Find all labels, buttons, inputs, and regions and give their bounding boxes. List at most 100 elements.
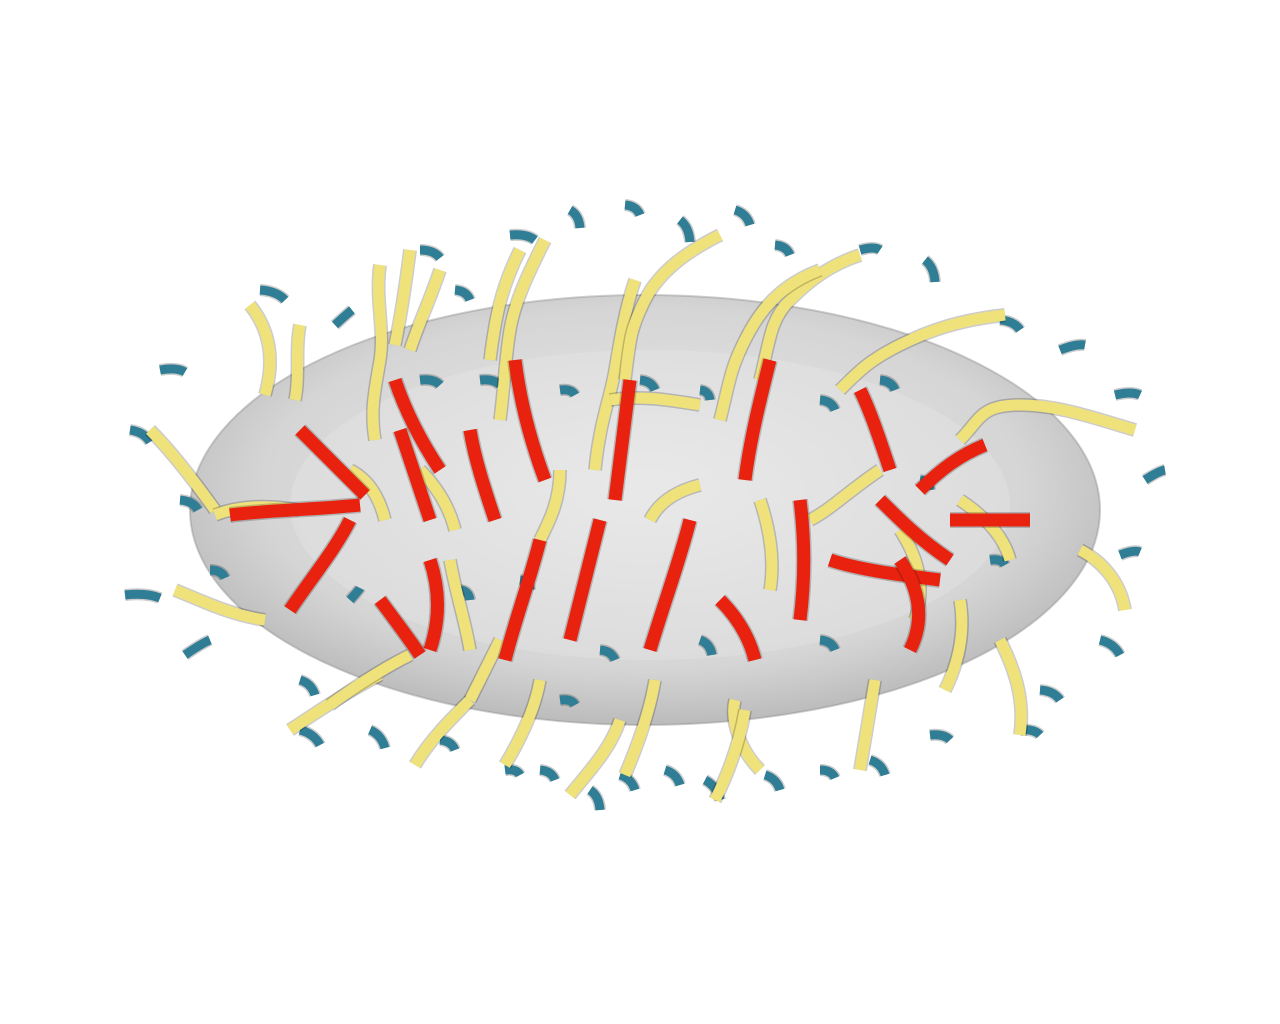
red-segment [463, 428, 502, 523]
red-segment [643, 518, 697, 652]
yellow-segment [367, 264, 387, 441]
blue-segment [599, 645, 620, 662]
yellow-segment [494, 237, 550, 421]
blue-segment [624, 200, 645, 217]
yellow-segment [710, 709, 751, 803]
blue-segment [124, 589, 162, 603]
blue-segment [1098, 635, 1124, 658]
blue-segment [819, 765, 840, 781]
yellow-segment [619, 679, 661, 778]
yellow-segment [807, 465, 884, 525]
yellow-segment [940, 599, 968, 693]
red-segment [854, 387, 897, 473]
yellow-segment [172, 584, 266, 626]
blue-segment [819, 635, 840, 652]
yellow-segment [404, 268, 446, 352]
blue-segment [539, 765, 560, 782]
blue-segment [587, 786, 605, 811]
blue-segment [129, 425, 154, 445]
blue-segment [419, 245, 444, 261]
red-segment [498, 538, 547, 662]
yellow-segment [389, 249, 416, 347]
red-segment [738, 358, 777, 481]
blue-segment [774, 240, 795, 257]
blue-segment [419, 375, 444, 389]
blue-segment [298, 675, 320, 697]
yellow-segment [289, 323, 306, 402]
red-segment [388, 377, 446, 474]
yellow-segment [619, 230, 723, 381]
blue-segment [346, 585, 365, 604]
red-segment [793, 499, 811, 621]
red-segment [393, 427, 437, 523]
blue-segment [504, 765, 524, 778]
yellow-segment [416, 466, 461, 532]
yellow-segment [347, 465, 391, 522]
yellow-segment [754, 249, 862, 382]
yellow-segment [645, 479, 702, 523]
blue-segment [929, 730, 954, 744]
yellow-segment [1077, 545, 1131, 612]
yellow-chain-segments [145, 228, 1137, 804]
blue-segment [1142, 465, 1167, 484]
blue-segment [639, 375, 660, 392]
yellow-segment [995, 637, 1027, 736]
blue-segment [618, 770, 640, 792]
blue-segment [368, 725, 390, 750]
red-segment [508, 359, 552, 483]
red-segment [563, 518, 607, 642]
red-segment [229, 498, 361, 522]
blue-segment [733, 205, 755, 227]
yellow-segment [146, 426, 220, 514]
blue-segment [1113, 388, 1142, 400]
red-segment [284, 517, 356, 614]
red-segment [827, 553, 941, 587]
blue-segment [182, 635, 212, 659]
yellow-segment [535, 469, 566, 543]
yellow-segment [500, 679, 546, 768]
blue-segment [331, 306, 355, 329]
yellow-segment [854, 679, 881, 771]
yellow-segment [245, 301, 276, 397]
red-segment [423, 557, 444, 653]
yellow-segment [836, 309, 1006, 394]
blue-segment [663, 765, 685, 787]
yellow-segment [484, 247, 525, 361]
yellow-segment [609, 392, 701, 411]
blue-segment [298, 725, 324, 748]
red-segment [875, 495, 954, 566]
red-segment [715, 595, 762, 662]
blue-segment [699, 385, 715, 401]
blue-segment [922, 256, 940, 283]
yellow-segment [754, 498, 778, 591]
blue-segment [559, 385, 579, 398]
yellow-segment [714, 264, 822, 422]
blue-segment [677, 216, 695, 243]
red-chain-segments [229, 358, 1030, 663]
blue-segment [763, 770, 785, 792]
blue-segment [209, 565, 230, 581]
blue-segment [567, 206, 585, 229]
blue-segment [868, 755, 890, 777]
yellow-segment [956, 495, 1016, 562]
red-segment [894, 556, 926, 653]
red-segment [915, 438, 988, 495]
yellow-segment [565, 718, 626, 799]
blue-segment [179, 495, 202, 513]
red-segment [374, 596, 426, 659]
blue-segment [989, 555, 1009, 568]
blue-segment [1118, 546, 1142, 560]
blue-segment [159, 364, 188, 377]
yellow-segment [956, 399, 1137, 444]
yellow-segment [326, 650, 413, 710]
yellow-segment [444, 559, 476, 651]
yellow-segment [589, 278, 641, 471]
blue-segment [454, 285, 475, 302]
blue-segment [819, 395, 840, 412]
blue-segment [1058, 340, 1086, 355]
blue-segment [1039, 685, 1064, 703]
red-segment [295, 425, 370, 500]
blue-segment [858, 243, 883, 255]
blue-segment [559, 695, 579, 708]
